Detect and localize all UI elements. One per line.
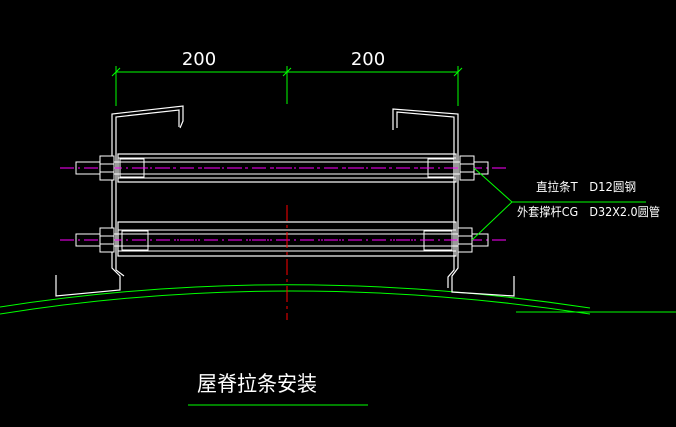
dimension-right-label: 200 <box>351 49 385 70</box>
nut-icon <box>459 155 475 181</box>
tie-rod-label: 直拉条T D12圆钢 <box>536 179 636 194</box>
nut-icon <box>99 155 115 181</box>
nut-icon <box>457 227 473 253</box>
dimension-left-label: 200 <box>182 49 216 70</box>
lower-tie-rod <box>60 233 510 247</box>
left-purlin-inner <box>115 109 180 277</box>
leader-lines <box>471 167 646 241</box>
upper-tie-rod <box>60 161 510 175</box>
roof-ridge <box>0 284 676 315</box>
nut-icon <box>99 227 115 253</box>
sleeve-label: 外套撑杆CG D32X2.0圆管 <box>517 204 660 219</box>
right-purlin <box>392 108 515 297</box>
drawing-title: 屋脊拉条安装 <box>197 372 317 396</box>
right-purlin-inner <box>396 111 455 288</box>
dimension-line <box>111 66 463 106</box>
left-purlin <box>55 105 184 297</box>
